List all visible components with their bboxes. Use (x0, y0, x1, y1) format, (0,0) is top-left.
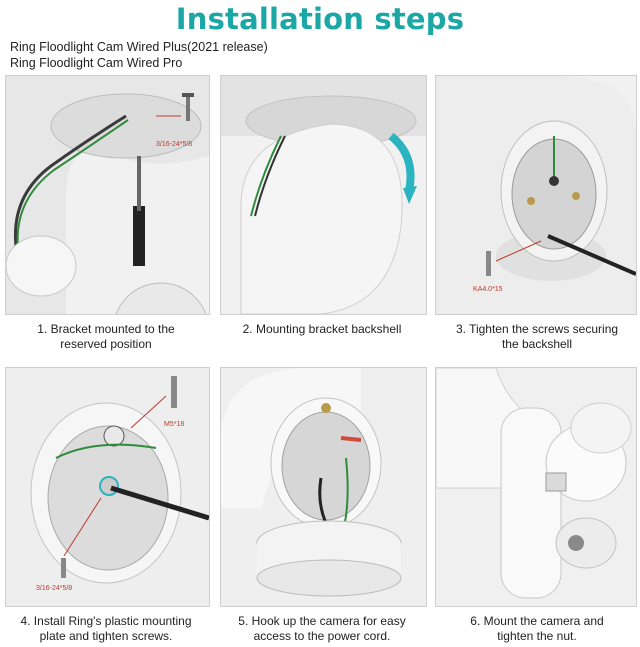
step-4-screw-label: M5*18 (164, 421, 184, 428)
step-3-image: KA4.0*15 (435, 75, 637, 315)
step-6-caption-line2: tighten the nut. (497, 629, 577, 643)
step-5-caption-line2: access to the power cord. (253, 629, 391, 643)
step-6-image (435, 367, 637, 607)
step-1-caption-line2: reserved position (60, 337, 152, 351)
step-1-caption: 1. Bracket mounted to the reserved posit… (6, 322, 206, 352)
step-4-caption: 4. Install Ring's plastic mounting plate… (6, 614, 206, 644)
step-1-caption-line1: 1. Bracket mounted to the (37, 322, 175, 336)
step-5-caption: 5. Hook up the camera for easy access to… (222, 614, 422, 644)
step-3-screw-label: KA4.0*15 (473, 286, 503, 293)
step-4-caption-line1: 4. Install Ring's plastic mounting (20, 614, 192, 628)
step-4-caption-line2: plate and tighten screws. (39, 629, 173, 643)
step-3-caption-line2: the backshell (501, 337, 573, 351)
step-2-caption: 2. Mounting bracket backshell (222, 322, 422, 337)
page-title: Installation steps (175, 2, 465, 36)
step-6-caption: 6. Mount the camera and tighten the nut. (437, 614, 637, 644)
product-name-1: Ring Floodlight Cam Wired Plus(2021 rele… (10, 40, 268, 54)
step-4-screw-label-2: 3/16-24*5/8 (36, 585, 72, 592)
step-6-caption-line1: 6. Mount the camera and (470, 614, 604, 628)
step-5-caption-line1: 5. Hook up the camera for easy (238, 614, 406, 628)
step-1-image: 3/16-24*5/8 (5, 75, 210, 315)
step-3-caption: 3. Tighten the screws securing the backs… (437, 322, 637, 352)
step-2-caption-line1: 2. Mounting bracket backshell (242, 322, 402, 336)
step-1-screw-label: 3/16-24*5/8 (156, 141, 192, 148)
step-2-image (220, 75, 427, 315)
step-3-caption-line1: 3. Tighten the screws securing (455, 322, 619, 336)
step-5-image (220, 367, 427, 607)
product-name-2: Ring Floodlight Cam Wired Pro (10, 56, 183, 70)
step-4-image: M5*18 3/16-24*5/8 (5, 367, 210, 607)
